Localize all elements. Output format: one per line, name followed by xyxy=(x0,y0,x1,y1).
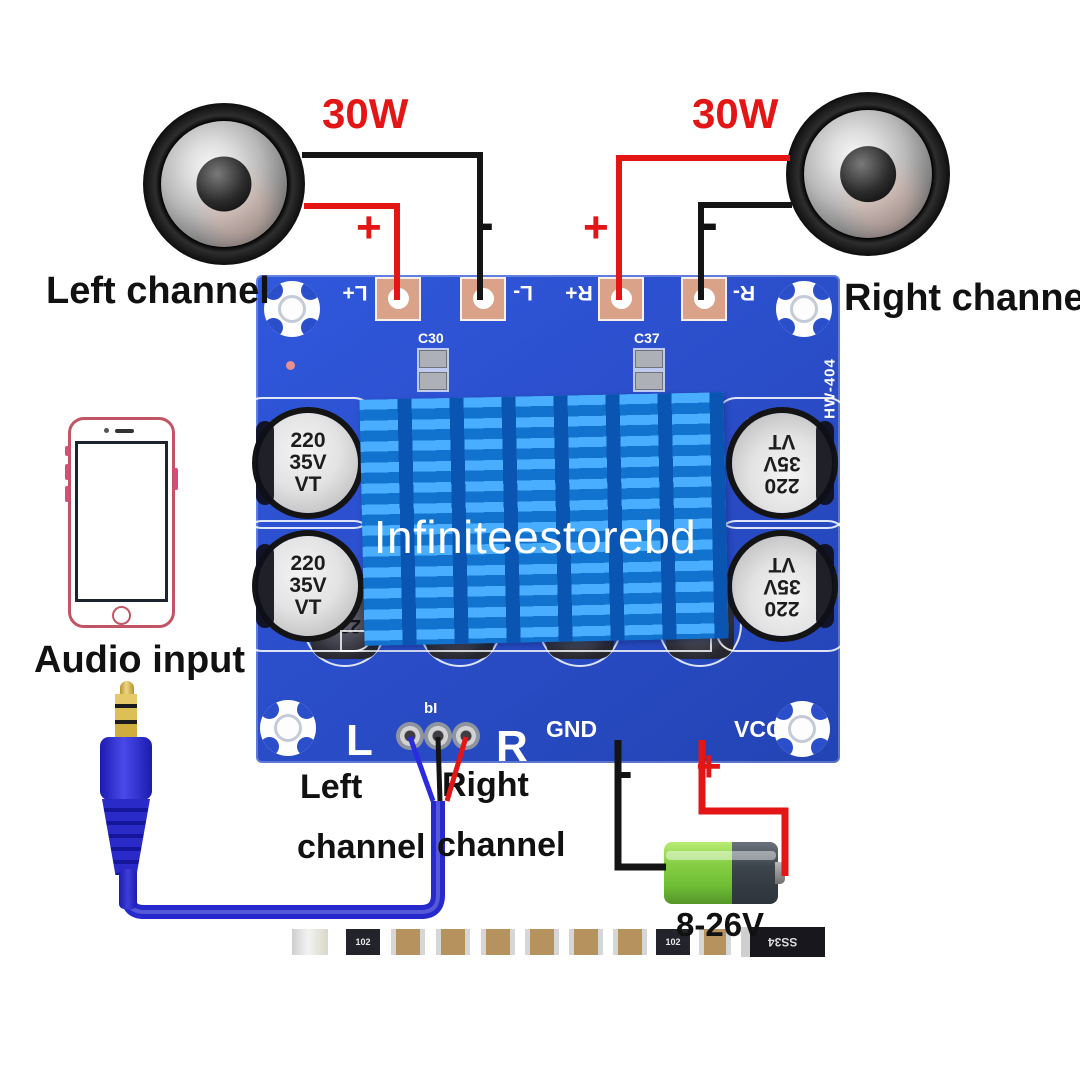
silk-gnd: GND xyxy=(546,716,598,742)
smd-c30-a xyxy=(419,350,447,368)
phone-speaker-icon xyxy=(115,429,134,433)
battery-voltage-label: 8-26V xyxy=(676,906,765,943)
silk-d1: D1 xyxy=(771,961,791,978)
silk-c30: C30 xyxy=(418,330,444,346)
pad-l-plus xyxy=(375,277,421,321)
pad-r-minus xyxy=(681,277,727,321)
audio-input-label: Audio input xyxy=(34,639,246,681)
pad-l-minus xyxy=(460,277,506,321)
component-c23 xyxy=(477,925,519,959)
jack-neck xyxy=(119,869,137,909)
smd-c30-b xyxy=(419,372,447,390)
left-speaker-dome xyxy=(196,156,252,212)
silk-channel-r: R xyxy=(496,722,528,771)
pad-r-plus xyxy=(598,277,644,321)
silk-c2: C2 xyxy=(703,957,723,974)
silk-c21: C21 xyxy=(392,957,420,974)
component-r1: 102 xyxy=(652,925,694,959)
silk-c37: C37 xyxy=(634,330,660,346)
battery-terminal xyxy=(775,862,785,884)
silk-c25: C25 xyxy=(526,957,554,974)
input-right-label-line2: channel xyxy=(437,826,566,864)
input-left-label-line2: channel xyxy=(297,828,426,866)
left-minus-sign: - xyxy=(476,193,494,253)
input-right-label-line1: Right xyxy=(442,766,529,804)
silk-r-minus: R- xyxy=(732,281,756,304)
silk-c27: C27 xyxy=(614,957,642,974)
component-c27 xyxy=(609,925,651,959)
component-d3 xyxy=(288,925,332,959)
right-minus-sign: - xyxy=(700,193,718,253)
silk-r-plus: R+ xyxy=(565,281,593,304)
component-c22 xyxy=(432,925,474,959)
input-left-label-line1: Left xyxy=(300,768,363,806)
phone-home-button xyxy=(112,606,131,625)
phone-volume-down xyxy=(65,486,69,502)
component-r2: 102 xyxy=(342,925,384,959)
component-c25 xyxy=(521,925,563,959)
mounting-hole-top-right xyxy=(776,281,832,337)
silk-r2: R2 xyxy=(351,957,371,974)
component-d1-diode: SS34 xyxy=(737,923,829,961)
jack-strain-relief xyxy=(102,799,150,875)
right-speaker-power-label: 30W xyxy=(692,90,779,137)
silk-d3: D3 xyxy=(298,957,318,974)
phone-screen xyxy=(75,441,168,602)
silk-c23: C23 xyxy=(482,957,510,974)
left-channel-label: Left channel xyxy=(46,270,270,312)
right-speaker xyxy=(786,92,950,256)
header-hole-left xyxy=(396,722,424,750)
jack-body xyxy=(100,737,152,800)
phone-volume-up xyxy=(65,464,69,480)
battery xyxy=(664,842,785,904)
header-hole-middle xyxy=(424,722,452,750)
right-channel-label: Right channel xyxy=(844,277,1080,319)
phone-power-button xyxy=(174,468,178,490)
battery-highlight xyxy=(666,851,776,860)
jack-tip xyxy=(120,681,134,695)
phone-mute-switch xyxy=(65,446,69,456)
component-c2 xyxy=(695,925,735,959)
phone-camera-icon xyxy=(104,428,109,433)
silk-vcc: VCC xyxy=(734,716,783,742)
watermark: Infiniteestorebd xyxy=(373,511,697,563)
diode-marking: SS34 xyxy=(768,935,798,949)
component-c24 xyxy=(565,925,607,959)
smd-c37-b xyxy=(635,372,663,390)
header-hole-right xyxy=(452,722,480,750)
battery-minus-sign: - xyxy=(616,743,633,799)
smd-c37-a xyxy=(635,350,663,368)
silk-c24: C24 xyxy=(570,957,598,974)
phone xyxy=(65,417,178,628)
battery-plus-sign: + xyxy=(696,742,722,791)
silk-r1: R1 xyxy=(661,957,681,974)
left-plus-sign: + xyxy=(356,203,382,252)
silk-header-label: bI xyxy=(424,700,438,717)
right-speaker-dome xyxy=(840,146,896,202)
silk-red-dot xyxy=(286,361,295,370)
right-plus-sign: + xyxy=(583,203,609,252)
silk-channel-l: L xyxy=(346,716,373,765)
left-speaker xyxy=(143,103,305,265)
mounting-hole-bottom-left xyxy=(260,700,316,756)
silk-c22: C22 xyxy=(437,957,465,974)
silk-l-plus: L+ xyxy=(342,281,368,304)
left-speaker-power-label: 30W xyxy=(322,90,409,137)
jack-shaft xyxy=(115,694,137,739)
component-c21 xyxy=(387,925,429,959)
silk-l-minus: L- xyxy=(513,281,533,304)
mounting-hole-top-left xyxy=(264,281,320,337)
